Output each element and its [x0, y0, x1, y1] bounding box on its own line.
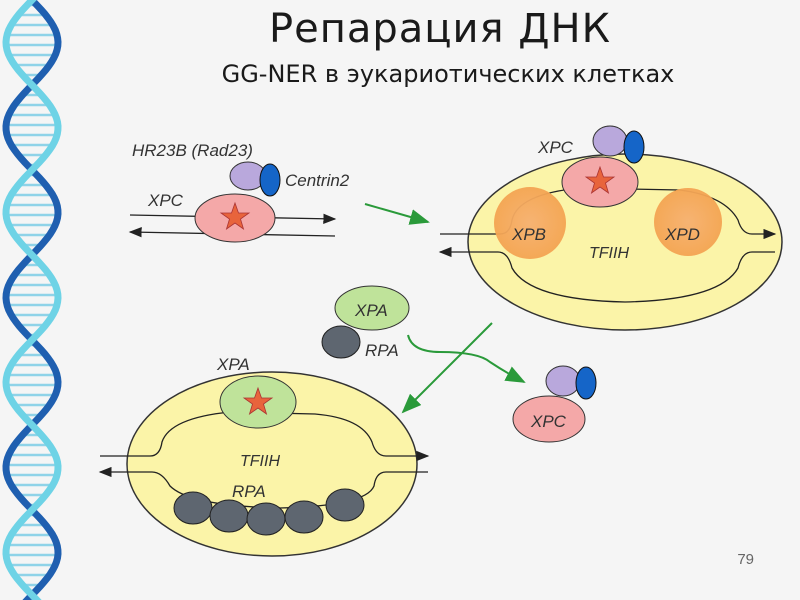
- xpd-protein: [654, 188, 722, 256]
- panel-xpa-rpa-loading: XPA TFIIH RPA: [98, 355, 430, 557]
- hr23b-protein-2: [592, 125, 628, 157]
- arrow-xpc-release: [407, 334, 526, 383]
- arrow-step-1: [364, 203, 430, 225]
- page-number: 79: [737, 551, 754, 568]
- lesion-star-icon-2: [584, 165, 616, 194]
- rpa-protein-free: [321, 325, 361, 359]
- xpc-protein-released: [512, 395, 586, 443]
- arrow-step-2: [401, 322, 493, 414]
- helix-strand-b: [2, 0, 62, 600]
- centrin2-protein-2: [623, 130, 645, 164]
- lesion-star-icon: [219, 201, 251, 230]
- label-tfiih-1: TFIIH: [589, 245, 629, 262]
- helix-strand-a: [2, 0, 62, 600]
- rpa-subunit-2: [209, 499, 249, 533]
- label-xpc-2: XPC: [537, 138, 574, 157]
- rpa-subunit-1: [173, 491, 213, 525]
- dna-bubble-bottom-1: [438, 246, 775, 303]
- rpa-subunit-3: [246, 502, 286, 536]
- label-xpa-bound: XPA: [216, 355, 250, 374]
- lesion-star-icon-3: [242, 386, 274, 415]
- rpa-subunit-5: [325, 488, 365, 522]
- xpb-protein: [494, 187, 566, 259]
- centrin2-protein-released: [575, 366, 597, 400]
- centrin2-protein: [259, 163, 281, 197]
- free-xpa-rpa: XPA RPA: [321, 285, 410, 360]
- slide-subtitle: GG-NER в эукариотических клетках: [221, 60, 675, 88]
- panel-recognition: HR23B (Rad23) Centrin2 XPC: [128, 141, 350, 243]
- slide-title: Репарация ДНК: [268, 6, 612, 52]
- label-centrin2: Centrin2: [285, 171, 350, 190]
- label-xpa-free: XPA: [354, 301, 388, 320]
- label-rpa-bound: RPA: [232, 482, 266, 501]
- label-hr23b: HR23B (Rad23): [132, 141, 253, 160]
- rpa-subunit-4: [284, 500, 324, 534]
- panel-tfiih-recruitment: XPC XPB XPD TFIIH: [438, 125, 783, 331]
- xpa-protein-free: [334, 285, 410, 331]
- hr23b-protein-released: [545, 365, 581, 397]
- label-xpc-1: XPC: [147, 191, 184, 210]
- label-rpa-free: RPA: [365, 341, 399, 360]
- label-xpb: XPB: [511, 225, 546, 244]
- released-xpc-complex: XPC: [512, 365, 597, 443]
- label-xpd: XPD: [664, 225, 700, 244]
- label-xpc-released: XPC: [530, 412, 567, 431]
- dna-helix-decoration: [2, 0, 62, 600]
- label-tfiih-2: TFIIH: [240, 453, 280, 470]
